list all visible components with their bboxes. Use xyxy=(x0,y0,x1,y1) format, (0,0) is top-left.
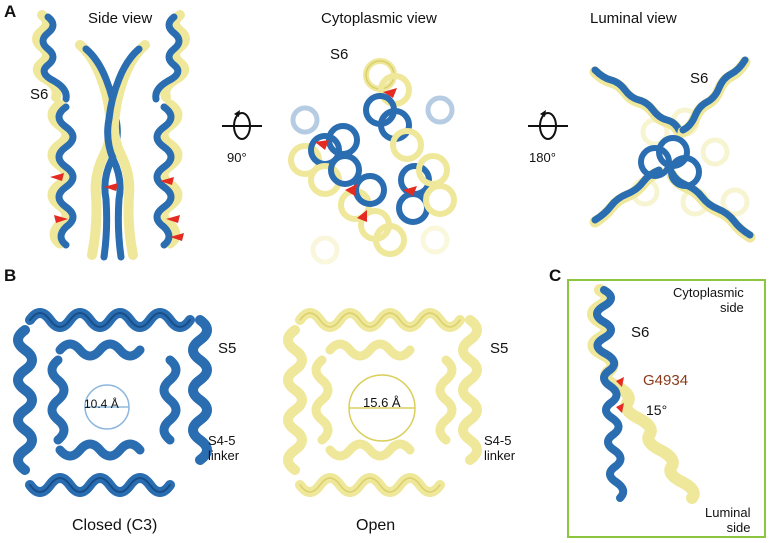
panel-a-letter: A xyxy=(4,2,17,21)
side-view-title: Side view xyxy=(88,10,153,27)
open-s45-line2: linker xyxy=(484,448,516,463)
luminal-side-label: Luminal side xyxy=(705,505,751,535)
closed-diameter-label: 10.4 Å xyxy=(84,397,119,411)
closed-s5-label: S5 xyxy=(218,340,237,357)
open-s45-label: S4-5 linker xyxy=(484,433,515,463)
rotation-180-label: 180° xyxy=(529,150,556,165)
rotation-90-label: 90° xyxy=(227,150,247,165)
open-pore-structure xyxy=(283,308,482,497)
luminal-side-line2: side xyxy=(726,520,751,535)
closed-s45-line2: linker xyxy=(208,448,240,463)
cytoplasmic-side-line2: side xyxy=(719,300,744,315)
closed-pore-structure xyxy=(13,308,212,497)
open-diameter-label: 15.6 Å xyxy=(363,395,401,410)
cytoplasmic-view-title: Cytoplasmic view xyxy=(321,10,437,27)
cytoplasmic-view-structure xyxy=(288,58,457,265)
panel-c-s6-label: S6 xyxy=(631,324,650,341)
panel-b-letter: B xyxy=(4,266,17,285)
luminal-view-title: Luminal view xyxy=(590,10,677,27)
closed-s45-line1: S4-5 xyxy=(208,433,236,448)
s6-overlay-structure xyxy=(587,284,700,504)
open-caption: Open xyxy=(356,517,396,534)
cytoplasmic-view-s6-label: S6 xyxy=(330,46,349,63)
cytoplasmic-side-line1: Cytoplasmic xyxy=(673,285,744,300)
luminal-side-line1: Luminal xyxy=(705,505,751,520)
open-s45-line1: S4-5 xyxy=(484,433,512,448)
luminal-view-structure xyxy=(589,56,756,243)
cytoplasmic-side-label: Cytoplasmic side xyxy=(673,285,744,315)
luminal-view-s6-label: S6 xyxy=(690,70,709,87)
residue-label: G4934 xyxy=(643,372,689,389)
panel-c-frame xyxy=(567,279,766,538)
rotate-180-icon xyxy=(528,110,568,140)
tilt-angle-label: 15° xyxy=(646,402,668,418)
side-view-structure xyxy=(32,10,190,261)
rotate-90-icon xyxy=(222,110,262,140)
closed-caption: Closed (C3) xyxy=(72,517,158,534)
panel-c-letter: C xyxy=(549,266,562,285)
side-view-s6-label: S6 xyxy=(30,86,49,103)
closed-s45-label: S4-5 linker xyxy=(208,433,239,463)
open-s5-label: S5 xyxy=(490,340,509,357)
